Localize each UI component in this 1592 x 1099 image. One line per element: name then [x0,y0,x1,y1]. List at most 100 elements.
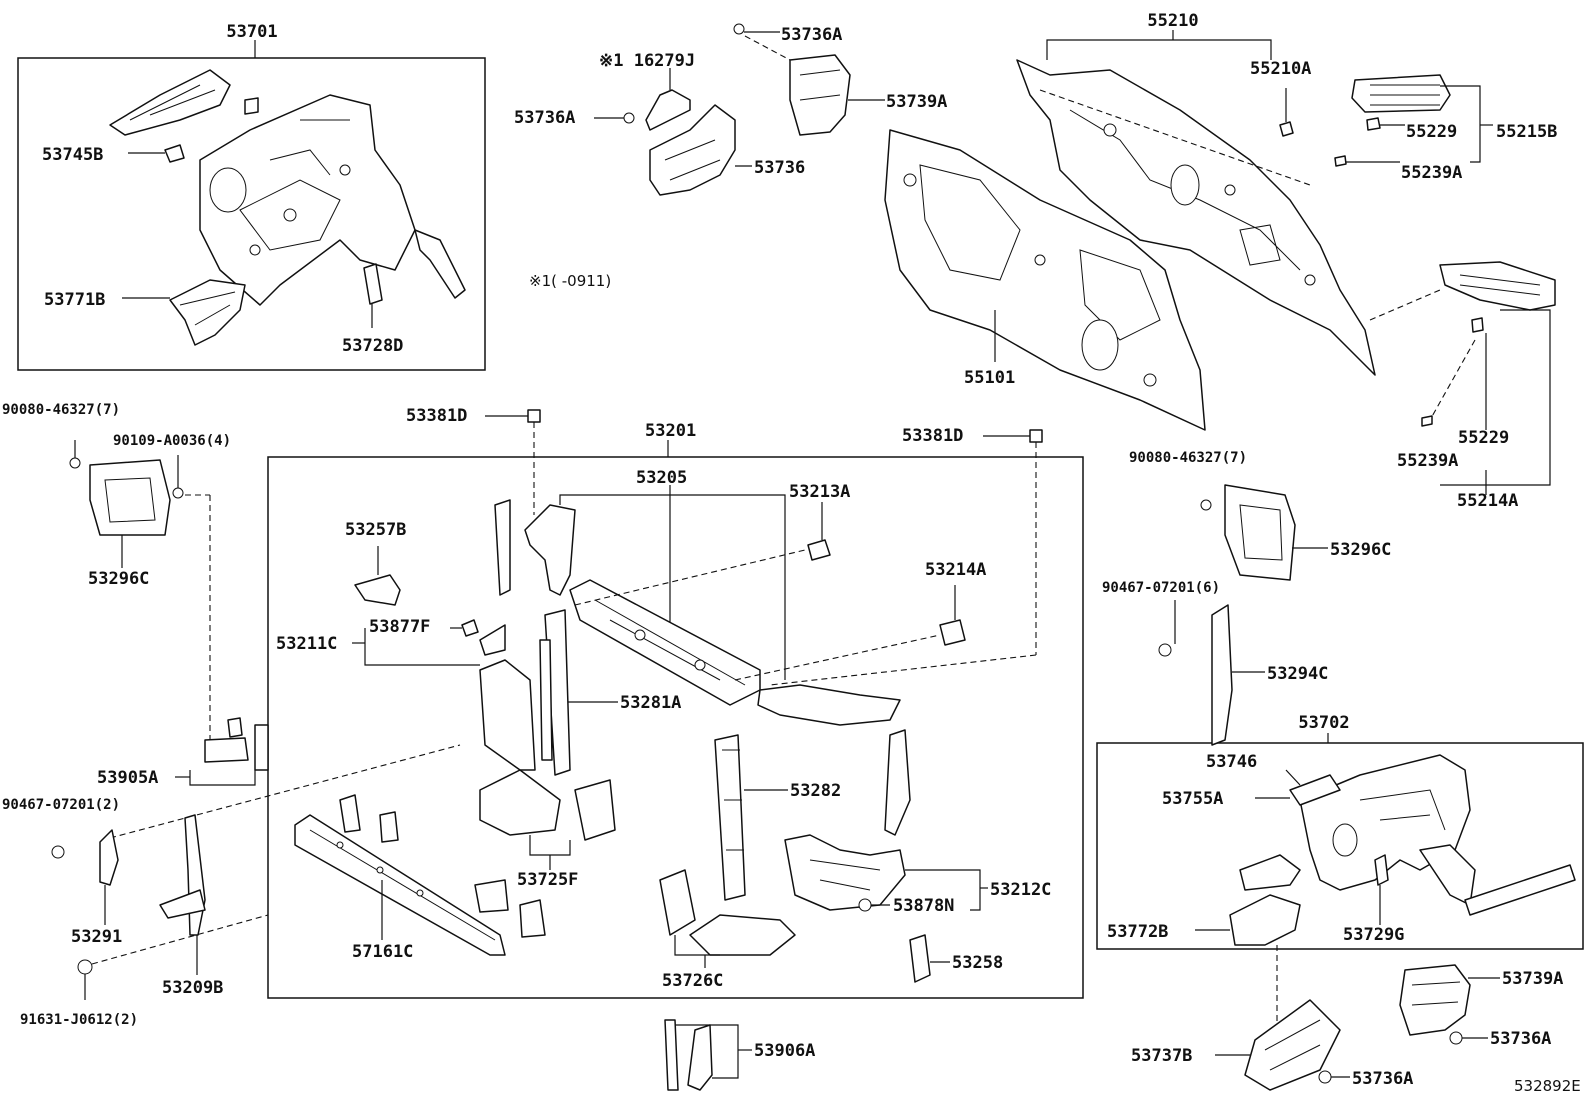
part-53771B [122,279,246,346]
part-53381D-left [485,409,541,515]
label-53771B: 53771B [44,290,105,310]
part-53281A [539,609,618,776]
part-53737B [1215,999,1341,1091]
leader-dash-3 [109,744,461,839]
label-55239A-top: 55239A [1401,163,1462,183]
label-90109: 90109-A0036(4) [113,433,231,449]
part-55101-dash-panel [884,129,1206,431]
label-53381D-left: 53381D [406,406,467,426]
label-53745B: 53745B [42,145,103,165]
part-53736A-bot1 [1449,1031,1488,1045]
part-53725F [479,769,616,870]
part-91631 [77,914,269,1000]
label-53201: 53201 [645,421,696,441]
label-53282: 53282 [790,781,841,801]
part-53209B [159,814,206,975]
label-55229-top: 55229 [1406,122,1457,142]
label-16279J: ※1 16279J [599,51,695,71]
label-53736A-top: 53736A [781,25,842,45]
part-53728D [363,263,383,328]
label-53905A: 53905A [97,768,158,788]
part-53701-apron [109,40,466,306]
label-53736A-left: 53736A [514,108,575,128]
label-53737B: 53737B [1131,1046,1192,1066]
label-53212C: 53212C [990,880,1051,900]
group-box-53702 [1096,742,1584,950]
label-55229-bot: 55229 [1458,428,1509,448]
part-53205 [524,485,901,726]
part-55215B [1334,74,1493,167]
label-53906A: 53906A [754,1041,815,1061]
diagram-id: 532892E [1514,1077,1581,1095]
note-range: ※1( -0911) [529,272,611,290]
label-53877F: 53877F [369,617,430,637]
label-53746: 53746 [1206,752,1257,772]
part-53296C-left [69,440,184,568]
label-55239A-bot: 55239A [1397,451,1458,471]
part-53296C-right [1200,484,1328,581]
label-53772B: 53772B [1107,922,1168,942]
part-53726C [659,869,796,968]
label-90080-left: 90080-46327(7) [2,402,120,418]
part-53736A-bot2 [1318,1070,1350,1084]
part-53745B [128,144,185,163]
part-53214A [734,585,966,681]
part-53877F [450,619,479,637]
part-53729G [1374,854,1389,925]
label-53257B: 53257B [345,520,406,540]
part-53291 [51,829,119,925]
part-53739A-bot [1399,964,1500,1036]
part-53739A-top [789,54,885,136]
label-53736: 53736 [754,158,805,178]
label-53739A-bot: 53739A [1502,969,1563,989]
part-55214A [1369,261,1556,495]
part-53294C [1158,600,1265,746]
label-53755A: 53755A [1162,789,1223,809]
label-53211C: 53211C [276,634,337,654]
part-53381D-right [769,429,1043,686]
part-16279J [645,68,691,131]
label-53296C-left: 53296C [88,569,149,589]
label-55215B: 55215B [1496,122,1557,142]
part-53702-apron [1239,754,1576,916]
part-53211C [352,499,536,771]
part-53772B [1195,894,1301,946]
label-90467-right: 90467-07201(6) [1102,580,1220,596]
part-53258 [909,934,950,983]
label-53702: 53702 [1298,713,1349,733]
label-53294C: 53294C [1267,664,1328,684]
label-90080-right: 90080-46327(7) [1129,450,1247,466]
part-53213A [574,502,831,606]
part-53736 [649,104,752,196]
label-53725F: 53725F [517,870,578,890]
part-53736A-left [594,112,635,124]
part-53906A [664,1019,752,1091]
label-55210: 55210 [1147,11,1198,31]
label-53736A-bot1: 53736A [1490,1029,1551,1049]
part-53282 [714,734,788,901]
label-53736A-bot2: 53736A [1352,1069,1413,1089]
part-53878N [858,898,890,912]
label-53729G: 53729G [1343,925,1404,945]
label-53258: 53258 [952,953,1003,973]
label-53728D: 53728D [342,336,403,356]
label-53296C-right: 53296C [1330,540,1391,560]
label-53281A: 53281A [620,693,681,713]
leader-55210 [1039,89,1311,186]
label-91631: 91631-J0612(2) [20,1012,138,1028]
part-53257B [354,546,401,606]
label-53739A-top: 53739A [886,92,947,112]
part-53905A [175,717,269,786]
label-53878N: 53878N [893,896,954,916]
part-57161C [294,794,546,956]
label-55214A: 55214A [1457,491,1518,511]
label-53214A: 53214A [925,560,986,580]
part-53736A-top [733,23,791,61]
label-53701: 53701 [226,22,277,42]
group-box-53701 [17,57,486,371]
label-55210A: 55210A [1250,59,1311,79]
label-90467-left: 90467-07201(2) [2,797,120,813]
label-53213A: 53213A [789,482,850,502]
label-53205: 53205 [636,468,687,488]
